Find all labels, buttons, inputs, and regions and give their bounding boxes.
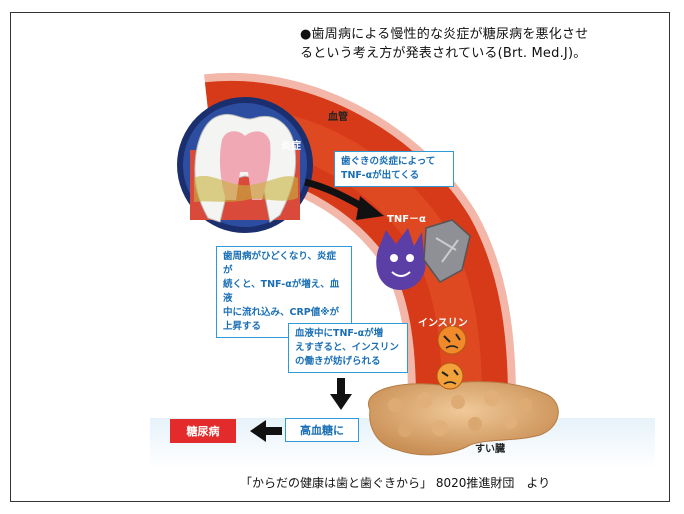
note-line: えすぎると、インスリン <box>295 341 401 355</box>
source-credit: 「からだの健康は歯と歯ぐきから」 8020推進財団 より <box>240 474 550 491</box>
note-insulin-blocked: 血液中にTNF-αが増 えすぎると、インスリン の働きが妨げられる <box>288 323 408 373</box>
hyperglycemia-box: 高血糖に <box>285 418 359 442</box>
note-line: の働きが妨げられる <box>295 355 401 369</box>
down-arrow <box>330 378 352 410</box>
note-line: 続くと、TNF-αが増え、血液 <box>223 278 345 306</box>
note-line: 血液中にTNF-αが増 <box>295 327 401 341</box>
blood-vessel-label: 血管 <box>328 108 348 123</box>
tooth-illustration <box>177 97 313 233</box>
note-line: 歯ぐきの炎症によって <box>341 155 447 169</box>
diabetes-box: 糖尿病 <box>170 419 236 443</box>
note-gum-tnf: 歯ぐきの炎症によって TNF-αが出てくる <box>334 151 454 187</box>
note-line: TNF-αが出てくる <box>341 169 447 183</box>
inflammation-label: 炎症 <box>281 137 301 152</box>
insulin-label: インスリン <box>418 314 468 329</box>
note-line: 歯周病がひどくなり、炎症が <box>223 250 345 278</box>
note-line: 中に流れ込み、CRP値※が <box>223 306 345 320</box>
tnf-alpha-label: TNF－α <box>387 210 426 225</box>
pancreas-label: すい臓 <box>475 440 505 455</box>
